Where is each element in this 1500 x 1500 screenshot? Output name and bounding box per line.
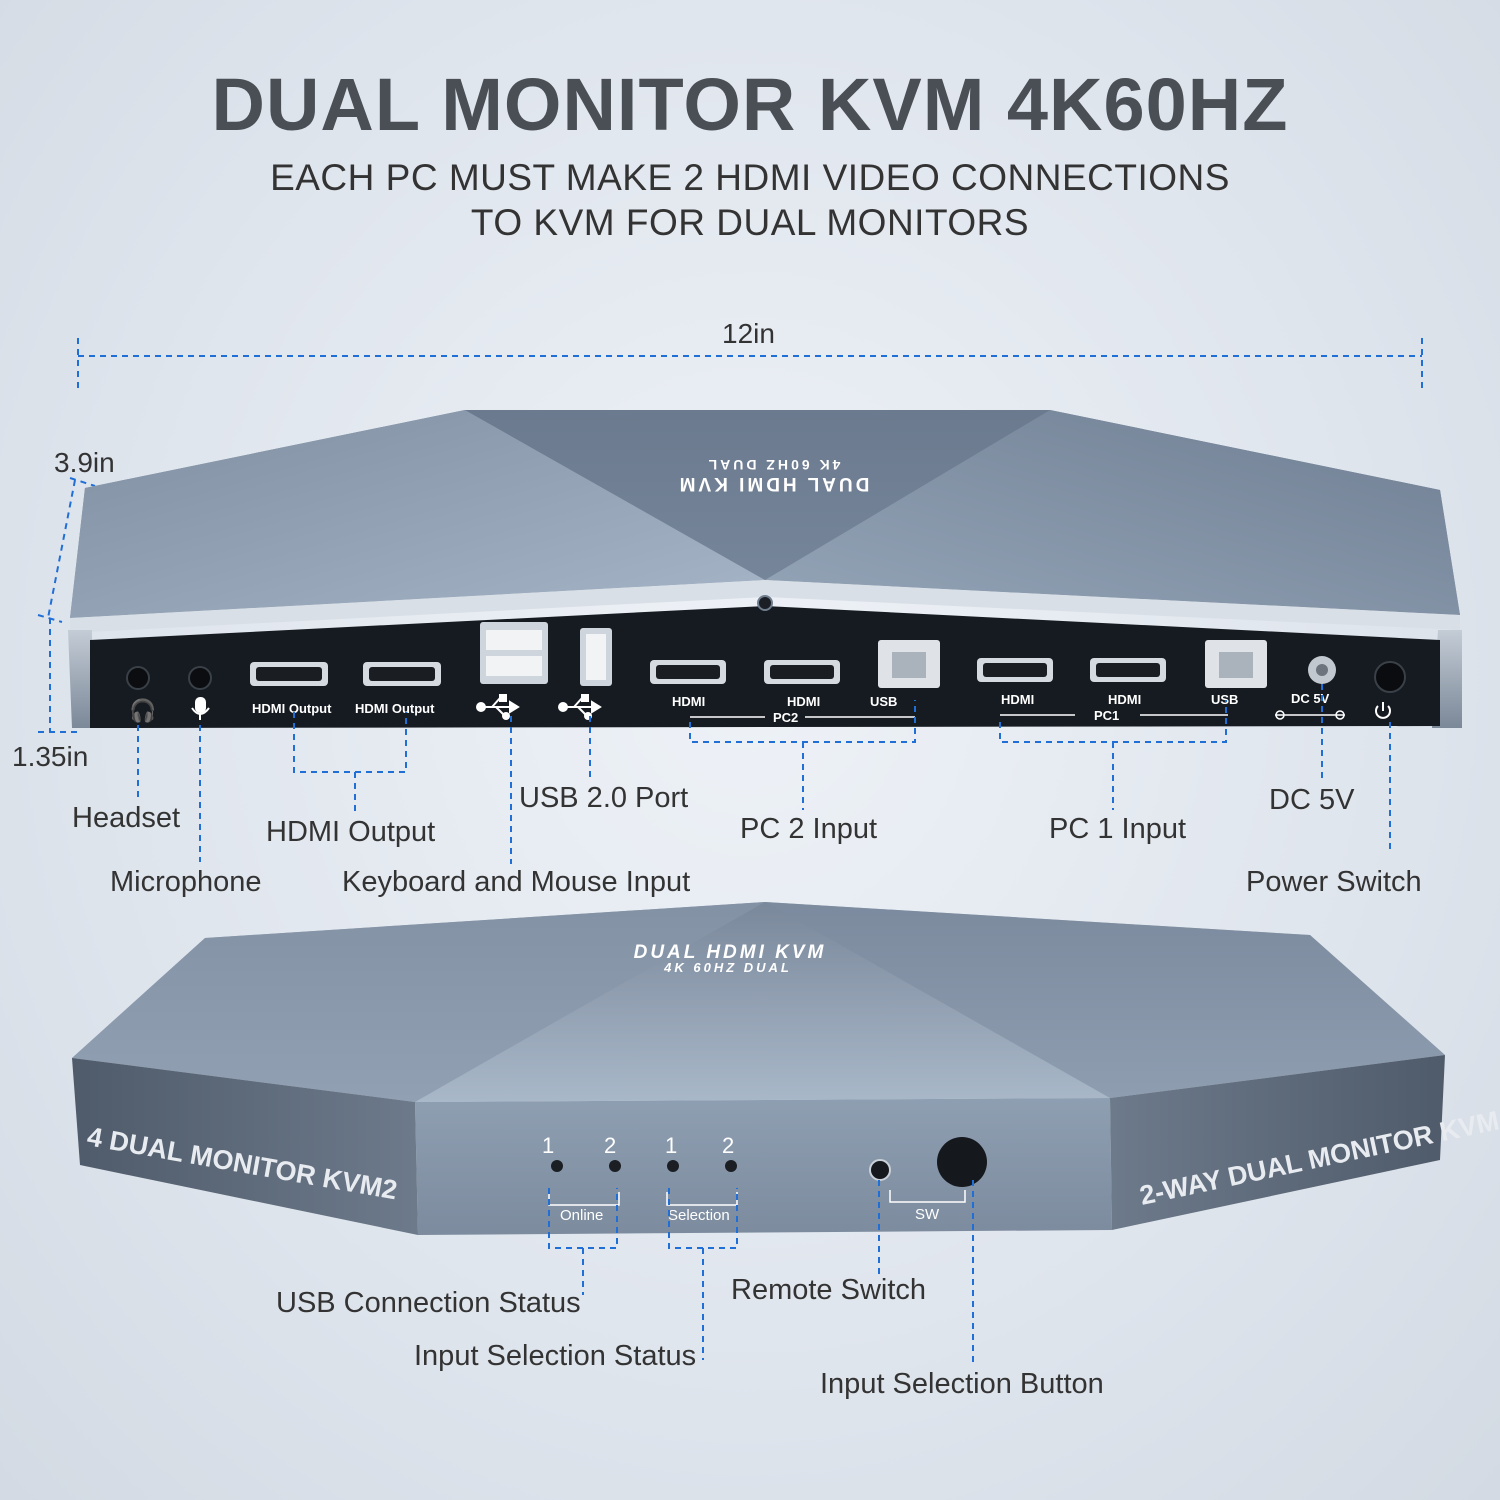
- power-button: [1374, 661, 1406, 693]
- pc1-usb-label: USB: [1211, 692, 1239, 707]
- dc5v-callout: DC 5V: [1269, 784, 1355, 816]
- hdmi-output-label-2: HDMI Output: [355, 701, 435, 716]
- dc5v-port-label: DC 5V: [1291, 691, 1330, 706]
- power-icon: [1375, 702, 1391, 719]
- usb20-callout: USB 2.0 Port: [519, 782, 689, 814]
- selection-number-2: 2: [722, 1133, 735, 1158]
- power-switch-callout: Power Switch: [1246, 866, 1422, 898]
- pc1-hdmi-port-2: [1090, 658, 1166, 682]
- keyboard-mouse-callout: Keyboard and Mouse Input: [342, 866, 691, 898]
- remote-switch-callout: Remote Switch: [731, 1274, 927, 1306]
- hdmi-output-port-2: [363, 662, 441, 686]
- online-label: Online: [560, 1207, 604, 1224]
- selection-number-1: 1: [665, 1133, 678, 1158]
- microphone-icon: [191, 697, 210, 720]
- pc2-usb-label: USB: [870, 694, 898, 709]
- selection-label: Selection: [668, 1207, 730, 1224]
- keyboard-mouse-usb-ports: [480, 622, 548, 684]
- subtitle-line-1: EACH PC MUST MAKE 2 HDMI VIDEO CONNECTIO…: [270, 157, 1230, 198]
- usb-status-callout: USB Connection Status: [276, 1287, 581, 1319]
- headphone-icon: 🎧: [129, 698, 156, 723]
- front-top-print-2: 4K 60HZ DUAL: [663, 960, 792, 975]
- page-title: DUAL MONITOR KVM 4K60HZ: [211, 63, 1289, 146]
- usb20-port: [580, 628, 612, 686]
- rear-top-print-1: DUAL HDMI KVM: [677, 473, 870, 494]
- online-number-2: 2: [604, 1133, 617, 1158]
- hdmi-output-port-1: [250, 662, 328, 686]
- input-status-callout: Input Selection Status: [414, 1340, 697, 1372]
- pc1-hdmi-label-2: HDMI: [1108, 692, 1142, 707]
- selection-led-1: [667, 1160, 679, 1172]
- pc2-hdmi-label-2: HDMI: [787, 694, 821, 709]
- headset-callout: Headset: [72, 802, 181, 834]
- subtitle-line-2: TO KVM FOR DUAL MONITORS: [470, 202, 1030, 243]
- rear-top-print-2: 4K 60HZ DUAL: [706, 457, 841, 473]
- pc2-usb-b-port: [878, 640, 940, 688]
- pc1-input-callout: PC 1 Input: [1049, 813, 1187, 845]
- sw-label: SW: [915, 1206, 940, 1223]
- input-selection-button: [937, 1137, 987, 1187]
- pc2-input-callout: PC 2 Input: [740, 813, 878, 845]
- pc2-hdmi-label-1: HDMI: [672, 694, 706, 709]
- depth-dimension-label: 3.9in: [54, 447, 115, 478]
- pc1-usb-b-port: [1205, 640, 1267, 688]
- usb-icon-1: [476, 694, 520, 720]
- pc1-hdmi-label-1: HDMI: [1001, 692, 1035, 707]
- width-dimension-label: 12in: [722, 318, 775, 349]
- microphone-callout: Microphone: [110, 866, 262, 898]
- front-top-print-1: DUAL HDMI KVM: [634, 942, 827, 963]
- input-button-callout: Input Selection Button: [820, 1368, 1104, 1400]
- selection-led-2: [725, 1160, 737, 1172]
- pc1-label: PC1: [1094, 708, 1120, 723]
- online-number-1: 1: [542, 1133, 555, 1158]
- pc2-hdmi-port-1: [650, 660, 726, 684]
- height-dimension-label: 1.35in: [12, 741, 89, 772]
- pc1-hdmi-port-1: [977, 658, 1053, 682]
- hdmi-output-label-1: HDMI Output: [252, 701, 332, 716]
- microphone-jack: [188, 666, 212, 690]
- usb-icon-2: [558, 694, 602, 720]
- headset-jack: [126, 666, 150, 690]
- hdmi-output-callout: HDMI Output: [266, 816, 436, 848]
- pc2-label: PC2: [773, 710, 799, 725]
- online-led-1: [551, 1160, 563, 1172]
- online-led-2: [609, 1160, 621, 1172]
- pc2-hdmi-port-2: [764, 660, 840, 684]
